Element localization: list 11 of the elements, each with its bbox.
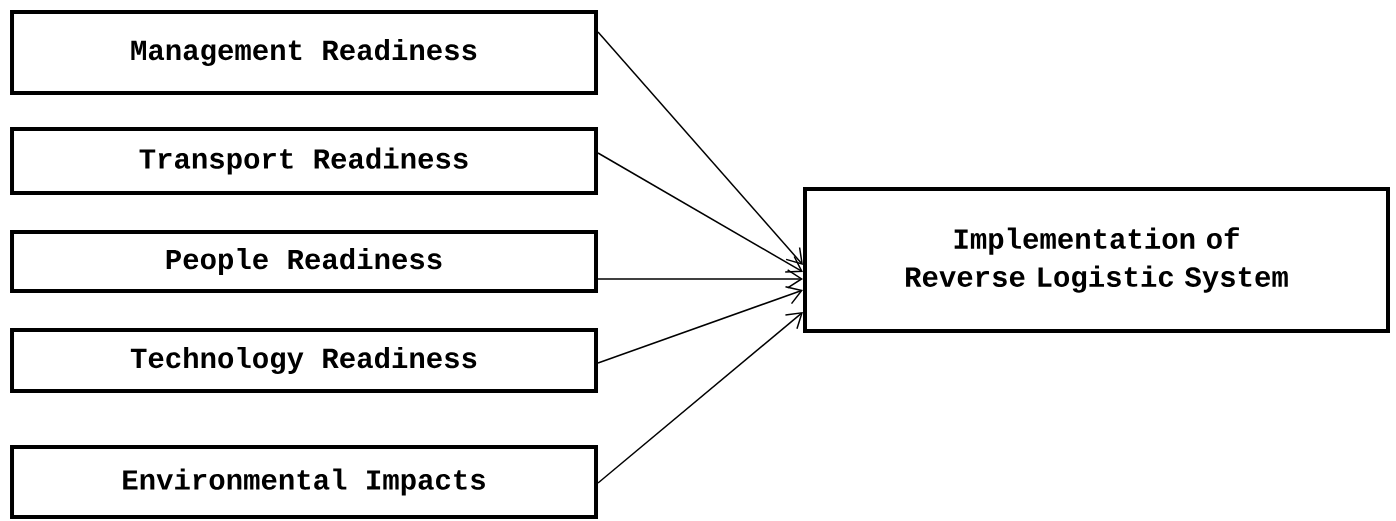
result-box: Implementation of Reverse Logistic System [803,187,1390,333]
factor-box: Management Readiness [10,10,598,95]
factor-box: Environmental Impacts [10,445,598,519]
factor-box: People Readiness [10,230,598,293]
arrow [597,269,803,289]
arrow [597,285,803,364]
factor-box: Transport Readiness [10,127,598,195]
arrow [597,312,803,484]
arrow [597,152,803,273]
arrow [597,31,803,265]
factor-box: Technology Readiness [10,328,598,393]
